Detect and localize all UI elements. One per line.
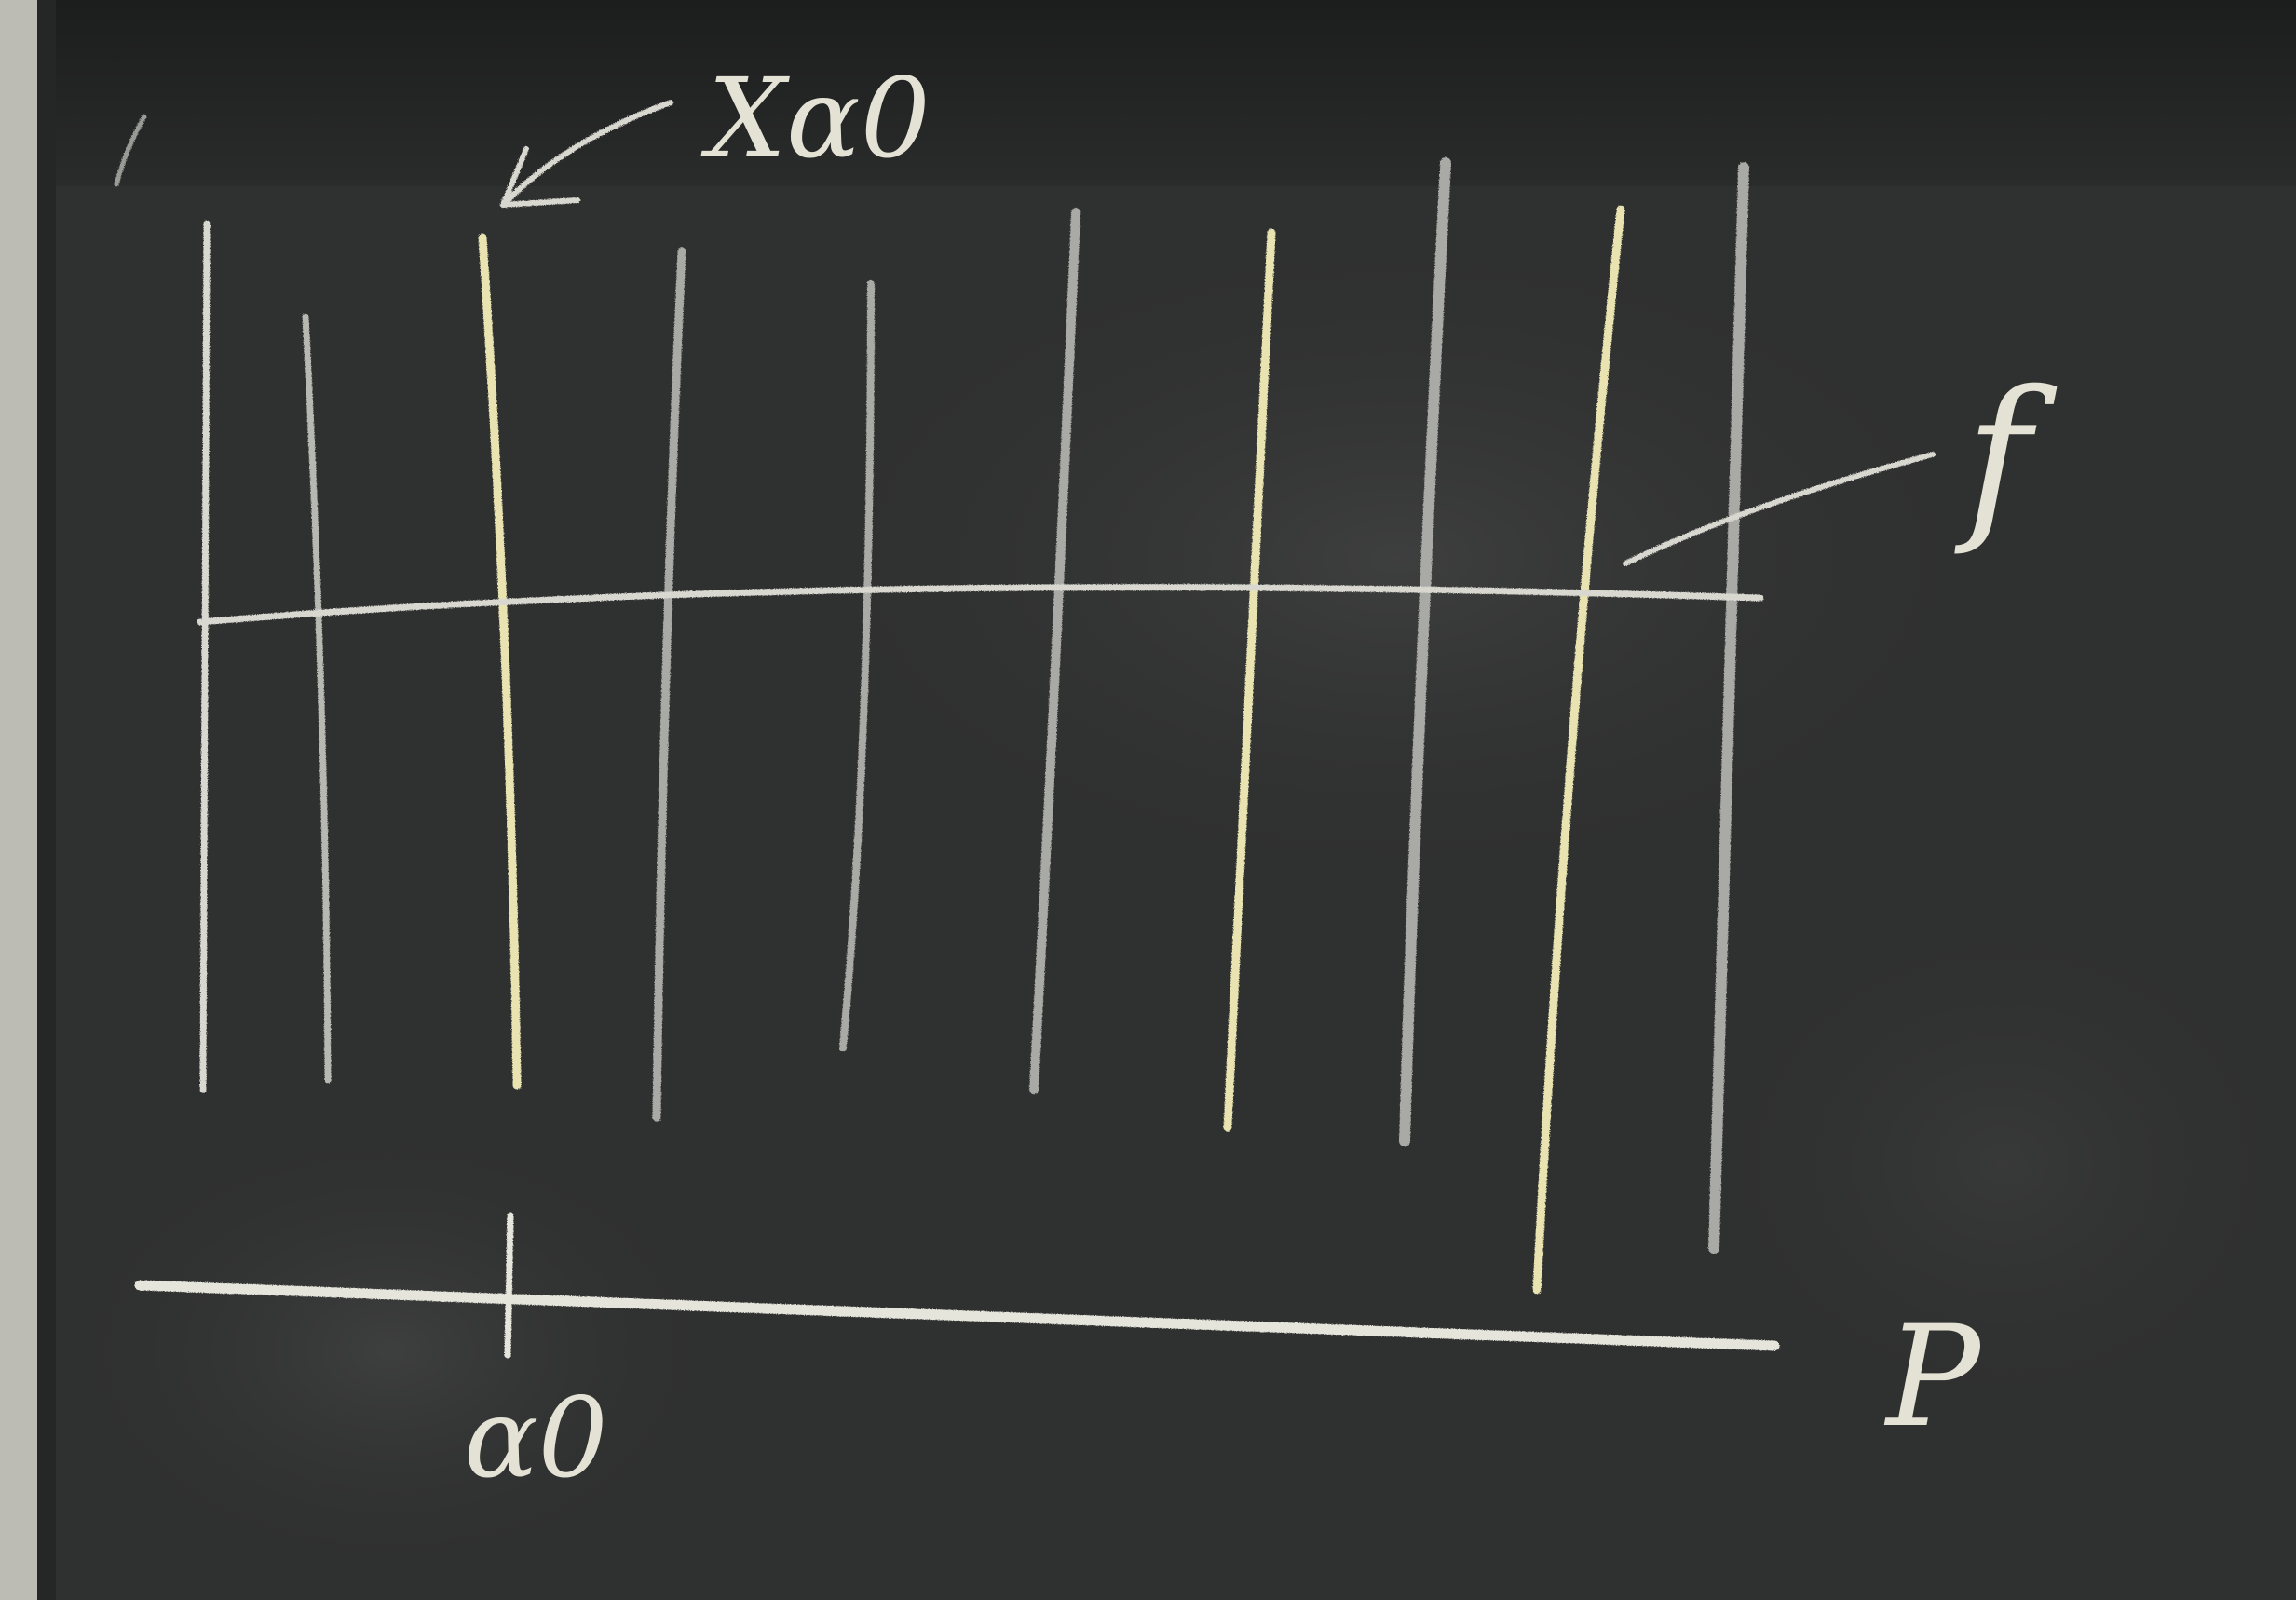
fiber-label: Xα0 xyxy=(700,54,931,183)
base-point-label: α0 xyxy=(464,1374,608,1502)
fiber-line xyxy=(652,247,686,1122)
board-left-shadow xyxy=(37,0,56,1600)
eraser-smudge xyxy=(745,205,2049,913)
section-line xyxy=(197,584,1764,626)
fiber-line xyxy=(478,233,522,1090)
eraser-smudge xyxy=(1677,885,2296,1444)
base-point-tick xyxy=(504,1212,514,1359)
board-left-frame xyxy=(0,0,37,1600)
fiber-line xyxy=(839,280,875,1051)
fiber-line xyxy=(302,313,332,1084)
f-pointer-line xyxy=(1623,452,1936,566)
board-top-band xyxy=(0,0,2296,186)
fiber-line xyxy=(1223,228,1276,1132)
fiber-line xyxy=(199,220,211,1093)
eraser-smudge xyxy=(37,1108,745,1593)
stray-mark xyxy=(114,114,147,187)
fiber-line xyxy=(1532,205,1625,1295)
fiber-line xyxy=(1399,157,1451,1146)
base-line xyxy=(134,1280,1780,1351)
fiber-arrow xyxy=(505,100,673,203)
fiber-line xyxy=(1708,162,1749,1254)
fiber-line xyxy=(1029,208,1080,1094)
base-space-label: P xyxy=(1883,1296,1983,1458)
fiber-arrow-head xyxy=(500,146,580,208)
